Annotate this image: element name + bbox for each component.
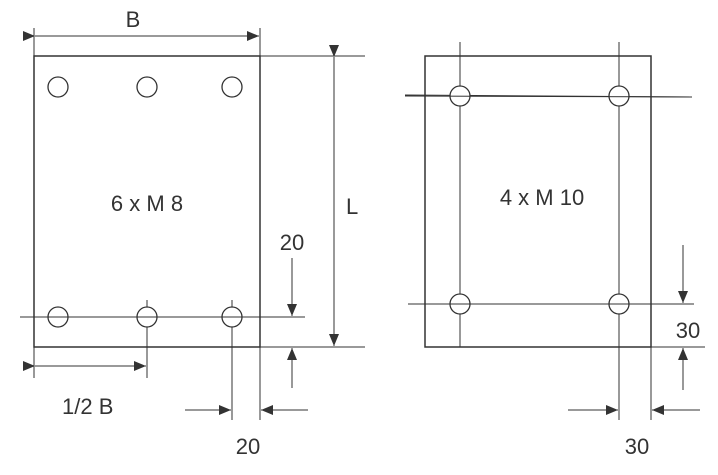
left-right-offset-label: 20 xyxy=(236,434,260,459)
left-plate-outline xyxy=(33,55,261,348)
length-label: L xyxy=(346,194,358,219)
left-plate-group: B L 1/2 B 20 20 6 x M 8 xyxy=(20,7,365,459)
left-holes-label: 6 x M 8 xyxy=(111,191,183,216)
left-hole-top-1 xyxy=(47,76,69,98)
right-right-offset-label: 30 xyxy=(625,434,649,459)
left-bottom-offset-label: 20 xyxy=(280,230,304,255)
right-top-centerline-overlay xyxy=(404,95,693,98)
left-hole-top-3 xyxy=(221,76,243,98)
right-bottom-offset-label: 30 xyxy=(676,318,700,343)
right-hole-top-right xyxy=(608,85,630,107)
right-holes-label: 4 x M 10 xyxy=(500,185,584,210)
right-plate-group: 30 30 4 x M 10 xyxy=(404,42,705,459)
width-label: B xyxy=(126,7,141,32)
half-width-label: 1/2 B xyxy=(62,394,113,419)
left-hole-top-2 xyxy=(136,76,158,98)
